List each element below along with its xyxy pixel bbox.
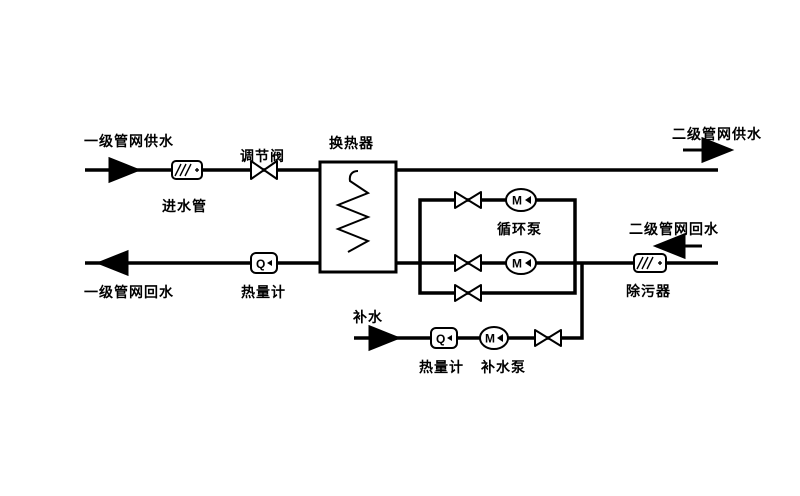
label-heat-meter-makeup: 热量计 xyxy=(419,359,464,375)
label-inlet-pipe: 进水管 xyxy=(162,198,207,214)
circulation-pump-top-icon: M xyxy=(505,188,537,212)
label-primary-supply: 一级管网供水 xyxy=(84,133,174,149)
makeup-pump-letter: M xyxy=(485,332,495,346)
circulation-valve-middle-icon xyxy=(454,254,482,272)
label-regulating-valve: 调节阀 xyxy=(240,148,285,164)
regulating-valve-icon xyxy=(250,160,278,180)
makeup-heat-meter-letter: Q xyxy=(436,332,445,346)
circulation-pump-middle-letter: M xyxy=(512,257,522,271)
label-heat-meter-primary: 热量计 xyxy=(241,284,286,300)
label-heat-exchanger: 换热器 xyxy=(329,135,374,151)
label-makeup-water: 补水 xyxy=(353,309,383,325)
inlet-filter-icon xyxy=(171,160,203,180)
circulation-pump-middle-icon: M xyxy=(505,251,537,275)
heat-exchanger-symbol xyxy=(318,160,398,274)
makeup-pump-icon: M xyxy=(479,326,509,350)
label-makeup-pump: 补水泵 xyxy=(481,359,526,375)
label-primary-return: 一级管网回水 xyxy=(84,284,174,300)
label-secondary-supply: 二级管网供水 xyxy=(672,126,762,142)
circulation-valve-top-icon xyxy=(454,191,482,209)
strainer-icon xyxy=(633,253,667,273)
label-strainer: 除污器 xyxy=(626,283,671,299)
pump-manifold xyxy=(418,198,577,295)
label-circulation-pump: 循环泵 xyxy=(497,221,542,237)
heat-exchanger-coil-icon xyxy=(335,170,371,253)
circulation-pump-top-letter: M xyxy=(512,194,522,208)
makeup-heat-meter-icon: Q xyxy=(430,327,458,349)
label-secondary-return: 二级管网回水 xyxy=(629,221,719,237)
circulation-valve-bottom-icon xyxy=(454,284,482,302)
makeup-valve-icon xyxy=(534,329,562,347)
makeup-water-pipe xyxy=(354,263,584,340)
primary-heat-meter-icon: Q xyxy=(250,252,278,274)
primary-heat-meter-letter: Q xyxy=(256,257,265,271)
